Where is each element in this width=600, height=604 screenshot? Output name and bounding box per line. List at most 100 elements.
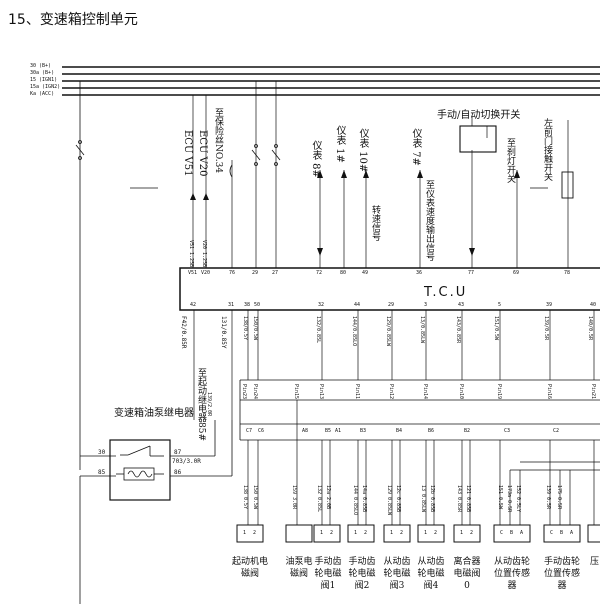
pin-bot-43: 43 [458,302,465,308]
wire-144: 144/0.85LO [351,316,357,347]
pin-bot-44: 44 [354,302,361,308]
sp-1-c: C [500,530,504,536]
pin-top-78: 78 [564,270,571,276]
pin-bot-42: 42 [190,302,197,308]
wire-f42: F42/0.85R [180,316,187,349]
lw-175: 175 0.5R [556,485,562,510]
label-ecu-v51: ECU V51 [182,130,193,177]
pin-bot-40: 40 [590,302,597,308]
mid-pin16: Pin16 [546,384,552,400]
wire-140: 140/0.5R [587,316,593,341]
label-brake-light: 至刹灯开关 [505,138,515,183]
cp-g3-2: 2 [400,530,404,536]
pin-top-36: 36 [416,270,423,276]
sp-2-a: A [570,530,574,536]
cp-g1-2: 2 [330,530,334,536]
page-title: 15、变速箱控制单元 [8,12,138,28]
rail-30: 30 (B+) [30,63,52,69]
pin-top-v51: V51 [188,270,198,276]
cp-g2-2: 2 [364,530,368,536]
pin-bot-31: 31 [228,302,235,308]
cp-starter-2: 2 [253,530,257,536]
lw-152: 152 0.5LY [515,485,521,513]
mid-pin10: Pin10 [458,384,464,400]
rail-15a: 15a (IGN2) [30,84,61,90]
sp-2-b: B [560,530,564,536]
pin-top-29: 29 [252,270,259,276]
cp-g1-1: 1 [320,530,324,536]
wire-v51: V51 1.25B [188,240,194,268]
cp-g4-2: 2 [434,530,438,536]
comp-gear4: 从动齿轮电磁阀4 [417,557,445,591]
label-door-switch: 左前门接触开关 [542,118,552,181]
pin-bot-29: 29 [388,302,395,308]
comp-clutch: 离合器电磁阀0 [453,557,481,591]
code-a1: A1 [335,428,342,434]
lw-12b: 12b 0.85B [429,485,435,513]
code-b4: B4 [396,428,403,434]
code-c7: C7 [246,428,253,434]
relay-pin-85: 85 [98,469,106,476]
cp-g3-1: 1 [390,530,394,536]
label-meter-8: 仪表 8# [310,140,321,178]
label-fuse-34: 至保险丝NO.34 [213,108,223,174]
lw-159: 159 3.0R [291,485,297,510]
relay-label: 变速箱油泵继电器 [114,408,194,419]
label-meter-7: 仪表 7# [410,128,421,166]
cp-g2-1: 1 [354,530,358,536]
comp-gear3: 从动齿轮电磁阀3 [383,557,411,591]
comp-starter: 起动机电磁阀 [232,557,269,579]
label-meter-1: 仪表 1# [334,125,345,163]
relay-wire: 703/3.0R [172,458,201,465]
rail-15: 15 (IGN1) [30,77,58,83]
lw-139: 139 0.5R [545,485,551,510]
pin-bot-39: 39 [546,302,553,308]
mid-pin21: Pin21 [590,384,596,400]
pin-bot-50: 50 [254,302,261,308]
wire-13: 13/0.85LW [419,316,425,344]
lw-129: 129 0.85LW [386,485,392,516]
lw-14a: 14a 0.85B [361,485,367,513]
pin-top-77: 77 [468,270,475,276]
code-b6: B6 [428,428,435,434]
pin-top-27: 27 [272,270,279,276]
mid-pin23: Pin23 [241,384,247,400]
wire-129: 129/0.85LW [385,316,391,347]
pin-bot-38: 38 [244,302,251,308]
pin-top-80: 80 [340,270,347,276]
comp-gear2: 手动齿轮电磁阀2 [348,557,376,591]
pin-top-76: 76 [229,270,236,276]
comp-gear1: 手动齿轮电磁阀1 [314,557,342,591]
lw-121: 121 0.85B [465,485,471,513]
mid-pin24: Pin24 [252,384,258,400]
relay-wire-2: 139/2.0R [206,392,212,417]
label-speed-signal: 转速信号 [370,205,380,241]
mid-pin12: Pin12 [388,384,394,400]
lw-13: 13 0.85LW [420,485,426,513]
pin-top-72: 72 [316,270,323,276]
lw-132: 132 0.85L [316,485,322,513]
lw-12c: 12c 0.85B [395,485,401,513]
comp-manual-sensor: 手动齿轮位置传感器 [543,557,580,591]
lw-12a: 12a 2.0B [325,485,331,510]
sp-2-c: C [550,530,554,536]
code-c6: C6 [258,428,265,434]
relay-pin-86: 86 [174,469,182,476]
wire-151: 151/0.5W [493,316,499,341]
pin-bot-5: 5 [498,302,502,308]
mid-pin14: Pin14 [422,384,428,400]
lw-138: 138 0.5Y [242,485,248,510]
pin-bot-32: 32 [318,302,325,308]
lw-173a: 173a 0.5R [506,485,512,513]
rail-ka: Ka (ACC) [30,91,55,97]
starter-label: 至起动继电器85# [196,368,206,441]
comp-slave-sensor: 从动齿轮位置传感器 [493,557,530,591]
pin-bot-3: 3 [424,302,428,308]
code-a8: A8 [302,428,309,434]
switch-label: 手动/自动切换开关 [437,110,521,121]
lw-150: 150 0.5W [252,485,258,510]
code-c3: C3 [504,428,511,434]
wire-132: 132/0.85L [315,316,321,344]
